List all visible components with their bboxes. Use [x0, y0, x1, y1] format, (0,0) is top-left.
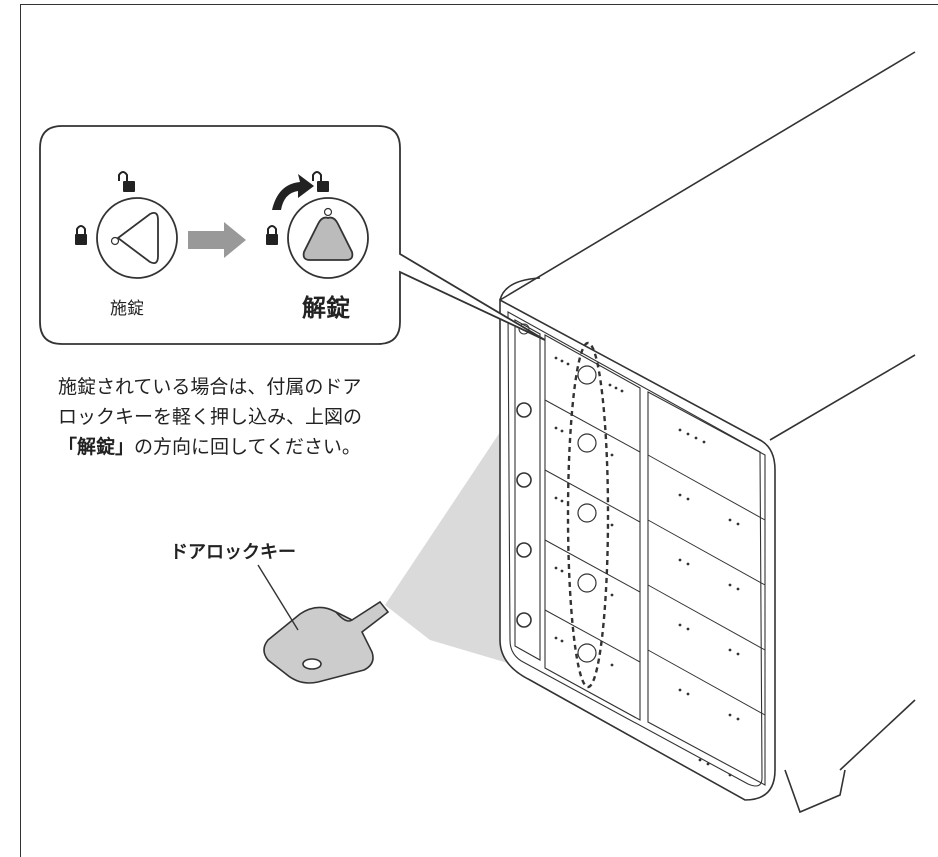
padlock-open-icon — [312, 171, 329, 192]
padlock-open-icon — [118, 171, 135, 192]
unlocked-keyhole — [287, 197, 369, 279]
instruction-line-1: 施錠されている場合は、付属のドア — [58, 376, 362, 398]
lock-column-highlight — [566, 341, 610, 689]
instruction-rest: の方向に回してください。 — [134, 436, 361, 458]
callout-box — [39, 125, 546, 345]
locked-label: 施錠 — [110, 299, 144, 319]
instruction-line-2: ロックキーを軽く押し込み、上図の — [58, 406, 363, 428]
locked-keyhole — [96, 197, 178, 279]
padlock-closed-icon — [75, 225, 87, 245]
instruction-line-3: 「解錠」の方向に回してください。 — [58, 432, 362, 462]
instruction-text: 施錠されている場合は、付属のドア ロックキーを軽く押し込み、上図の 「解錠」の方… — [58, 372, 362, 462]
door-lock-key-label: ドアロックキー — [170, 542, 296, 563]
door-lock-key — [263, 600, 390, 684]
key-leader-line — [257, 564, 299, 631]
curved-arrow-icon — [272, 174, 314, 210]
unlocked-label: 解錠 — [302, 294, 350, 322]
padlock-closed-icon — [266, 225, 278, 245]
right-arrow-icon — [188, 222, 246, 258]
drive-enclosure — [499, 51, 916, 814]
tray-locks — [577, 365, 597, 663]
figure-frame — [20, 4, 938, 857]
vent-holes — [554, 356, 740, 777]
instruction-bold: 「解錠」 — [58, 436, 135, 458]
